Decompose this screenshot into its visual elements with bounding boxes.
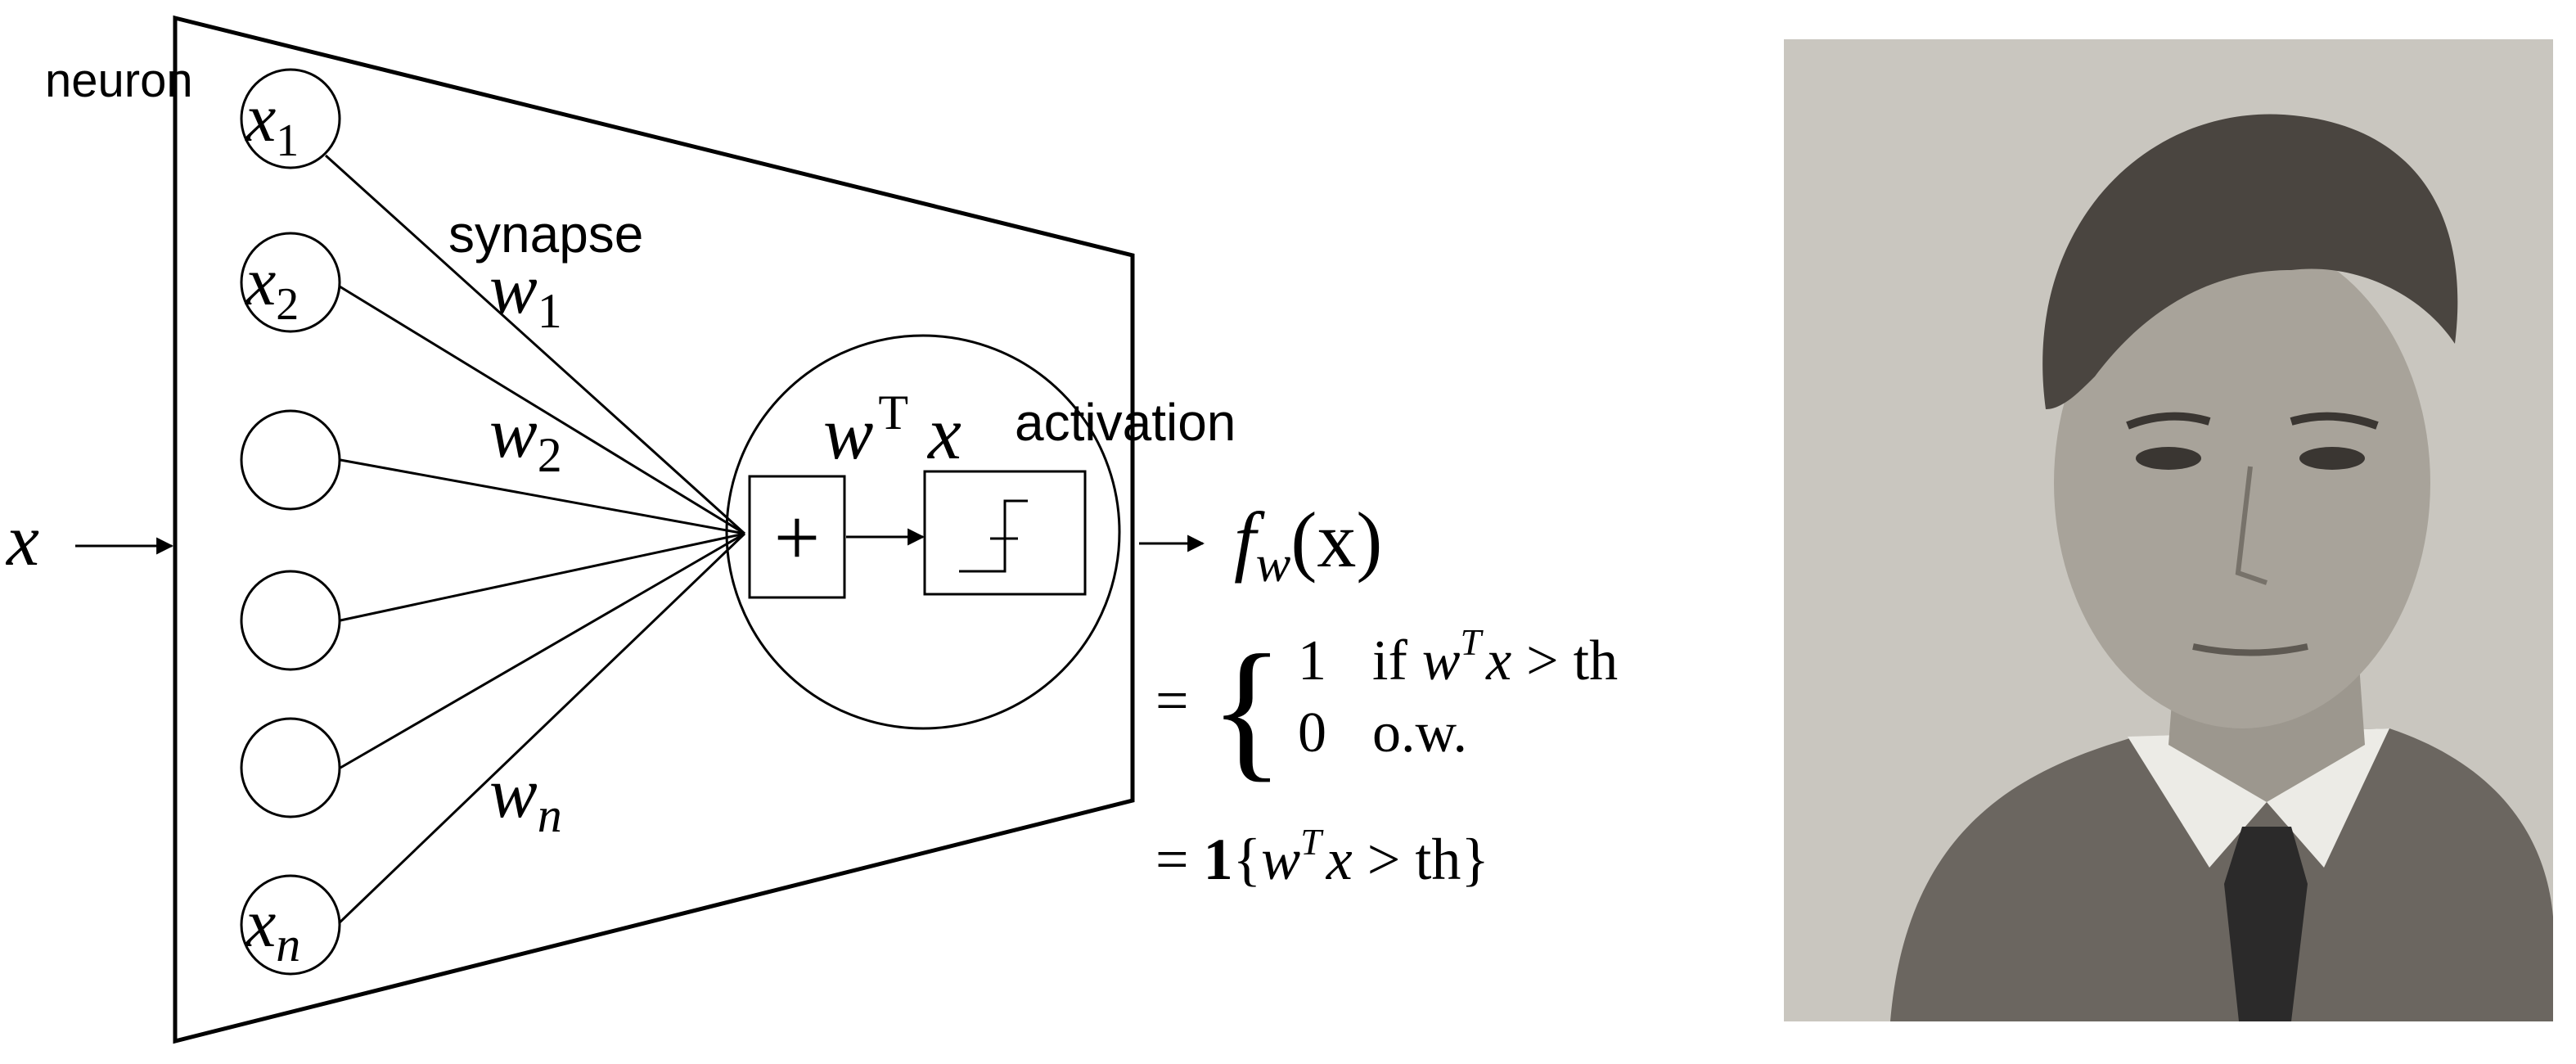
- portrait-photo-icon: [1784, 39, 2553, 1021]
- output-function-label: fw(x): [1234, 496, 1382, 593]
- sum-plus-sign: +: [774, 492, 820, 583]
- input-node-n-label: xn: [244, 886, 300, 972]
- photo-brows: [2126, 412, 2379, 430]
- input-node-1-label: x1: [244, 80, 299, 166]
- synapse-line-4: [340, 532, 745, 622]
- step-function-icon: [959, 499, 1028, 573]
- synapse-line-6: [336, 532, 746, 926]
- weight-w1-label: w1: [489, 250, 562, 338]
- synapse-line-2: [339, 285, 745, 535]
- indicator-formula: =1{wTx>th}: [1155, 821, 1489, 892]
- photo-jacket: [1890, 728, 2553, 1021]
- input-node-2-label: x2: [244, 244, 299, 330]
- input-node-5: [240, 717, 341, 818]
- synapse-label: synapse: [448, 205, 643, 264]
- activation-label: activation: [1015, 393, 1236, 452]
- synapse-line-1: [324, 154, 746, 535]
- weight-wn-label: wn: [489, 754, 562, 842]
- photo-face: [2054, 237, 2430, 728]
- input-x-label: x: [5, 500, 39, 581]
- cases-equals: =: [1155, 668, 1189, 733]
- input-node-1: [240, 68, 341, 169]
- synapse-line-5: [340, 532, 745, 769]
- photo-mouth: [2192, 643, 2308, 656]
- weight-w2-label: w2: [489, 394, 562, 482]
- input-node-4: [240, 570, 341, 671]
- input-node-2: [240, 232, 341, 333]
- input-nodes: x1 x2 xn: [240, 68, 341, 976]
- photo-nose: [2235, 466, 2268, 585]
- neuron-body: [173, 15, 1135, 1044]
- input-node-3: [240, 409, 341, 511]
- cell-body-circle: [725, 334, 1121, 730]
- neuron-label: neuron: [45, 54, 193, 107]
- photo-hair: [2042, 114, 2458, 409]
- photo-left-eye: [2136, 447, 2201, 470]
- photo-right-eye: [2299, 447, 2365, 470]
- sum-box: [748, 475, 846, 599]
- cases-brace: {: [1209, 624, 1284, 796]
- photo-tie: [2224, 827, 2308, 1021]
- input-node-n: [240, 874, 341, 976]
- synapse-lines: [324, 154, 746, 926]
- synapse-line-3: [340, 458, 745, 535]
